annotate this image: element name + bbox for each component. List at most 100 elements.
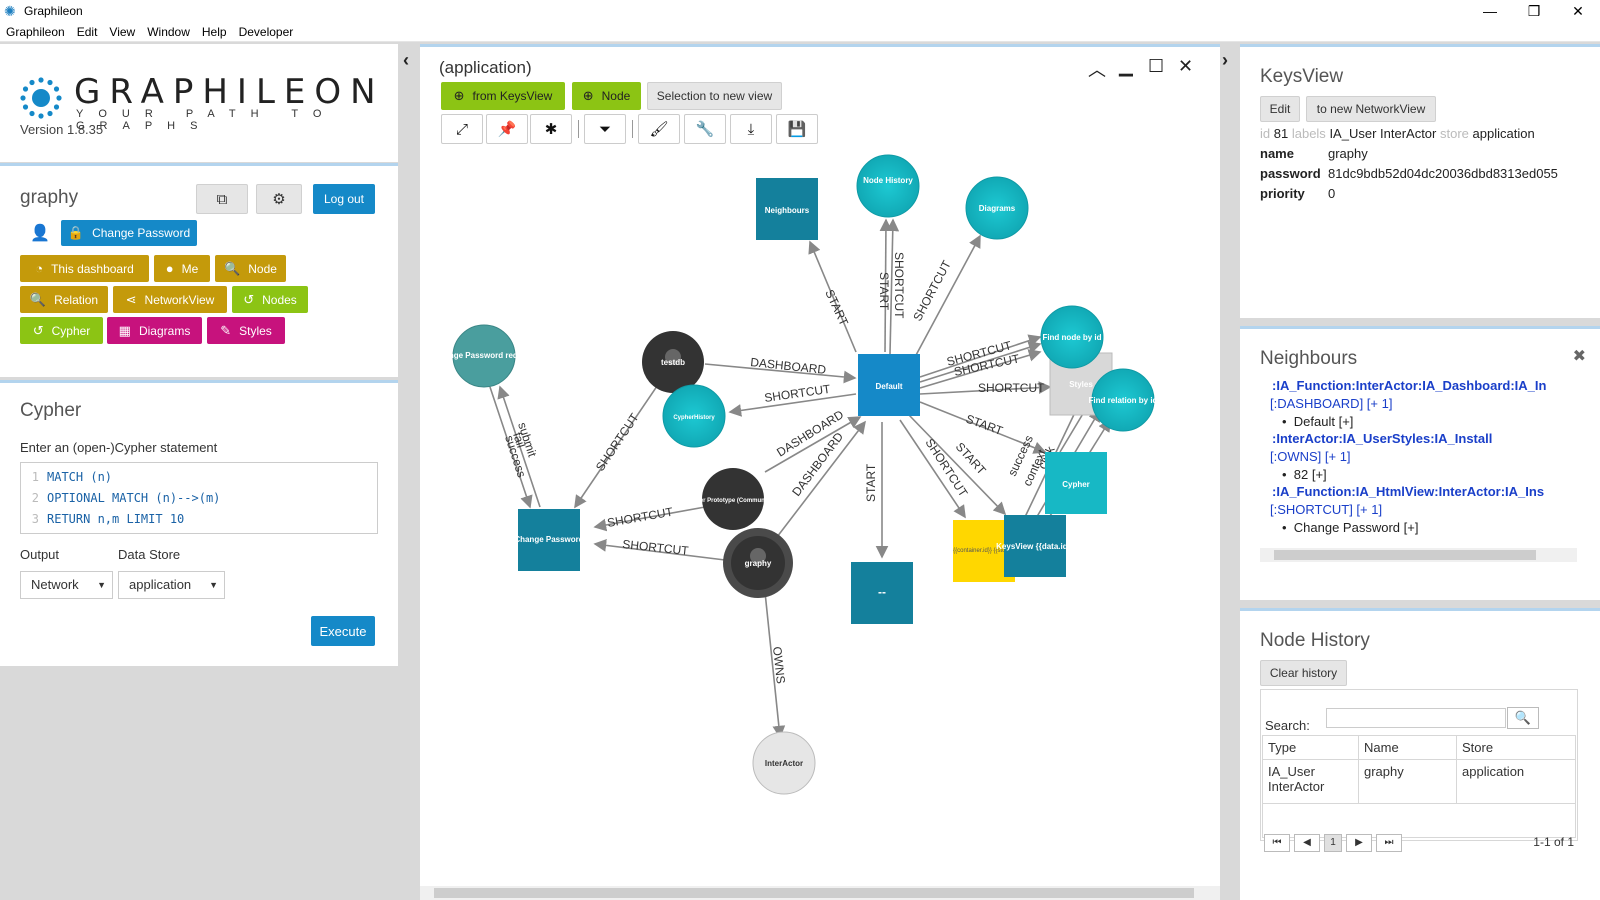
page-count: 1-1 of 1 — [1533, 835, 1574, 849]
shortcut-cypher[interactable]: ↺Cypher — [20, 317, 103, 344]
edge-owns-interactor — [764, 591, 786, 739]
to-new-networkview-button[interactable]: to new NetworkView — [1306, 96, 1436, 122]
prev-page-button[interactable]: ◀ — [1294, 834, 1320, 852]
neighbour-relation[interactable]: [:OWNS] [+ 1] — [1270, 449, 1351, 464]
history-icon: ↺ — [32, 322, 44, 338]
data-store-select[interactable]: application▼ — [118, 571, 225, 599]
select-all-button[interactable]: ✱ — [530, 114, 572, 144]
meta-id: 81 — [1273, 126, 1289, 141]
selection-to-new-view-button[interactable]: Selection to new view — [647, 82, 782, 110]
neighbour-relation[interactable]: [:SHORTCUT] [+ 1] — [1270, 502, 1383, 517]
neighbour-node[interactable]: • 82 [+] — [1282, 467, 1327, 482]
maximize-button[interactable]: ❒ — [1527, 3, 1541, 19]
column-header-type[interactable]: Type — [1262, 735, 1359, 760]
edge-shortcut-graphy-changepw — [593, 539, 726, 561]
shortcut-nodes[interactable]: ↺Nodes — [232, 286, 308, 313]
column-header-name[interactable]: Name — [1358, 735, 1457, 760]
neighbours-scrollbar[interactable] — [1260, 548, 1577, 562]
menu-view[interactable]: View — [109, 24, 136, 39]
node-testdb[interactable]: testdb — [642, 331, 704, 393]
download-button[interactable]: ⤓ — [730, 114, 772, 144]
shortcut-this-dashboard[interactable]: ◔This dashboard — [20, 255, 149, 282]
shortcut-label: Nodes — [262, 292, 297, 307]
edit-button[interactable]: Edit — [1260, 96, 1300, 122]
shortcut-relation[interactable]: 🔍Relation — [20, 286, 108, 313]
search-button[interactable]: 🔍 — [1507, 707, 1539, 729]
add-node-button[interactable]: ⊕Node — [572, 82, 641, 110]
close-icon[interactable]: ✖ — [1572, 348, 1586, 365]
search-input[interactable] — [1326, 708, 1506, 728]
menu-window[interactable]: Window — [147, 24, 190, 39]
neighbour-labels[interactable]: :IA_Function:InterActor:IA_Dashboard:IA_… — [1272, 378, 1547, 393]
column-header-store[interactable]: Store — [1456, 735, 1576, 760]
fit-view-button[interactable]: ⤢ — [441, 114, 483, 144]
close-button[interactable]: ✕ — [1572, 3, 1584, 19]
shortcut-diagrams[interactable]: ▦Diagrams — [107, 317, 202, 344]
neighbour-node[interactable]: • Default [+] — [1282, 414, 1354, 429]
minimize-button[interactable]: — — [1483, 3, 1497, 19]
property-key: password — [1260, 166, 1321, 181]
dashboard-icon: ◔ — [35, 261, 44, 276]
pin-button[interactable]: 📌 — [486, 114, 528, 144]
node-cypherhistory[interactable]: CypherHistory — [662, 384, 726, 448]
last-page-button[interactable]: ⏭ — [1376, 834, 1402, 852]
collapse-window-icon[interactable]: ︿ — [1088, 60, 1106, 80]
neighbour-node[interactable]: • Change Password [+] — [1282, 520, 1419, 535]
node-user-prototype[interactable]: User Prototype (Community) — [692, 468, 774, 530]
neighbour-labels[interactable]: :InterActor:IA_UserStyles:IA_Install — [1272, 431, 1493, 446]
output-select[interactable]: Network▼ — [20, 571, 113, 599]
menu-edit[interactable]: Edit — [76, 24, 98, 39]
node-cypher[interactable]: Cypher — [1045, 452, 1107, 514]
change-password-button[interactable]: 🔒Change Password — [61, 220, 197, 246]
graph-nodes: Neighbours Node History Diagrams Change … — [434, 154, 1158, 795]
neighbour-labels[interactable]: :IA_Function:IA_HtmlView:InterActor:IA_I… — [1272, 484, 1545, 499]
node-neighbours[interactable]: Neighbours — [756, 178, 818, 240]
maximize-window-icon[interactable]: ☐ — [1148, 56, 1165, 76]
node-interactor[interactable]: InterActor — [752, 731, 816, 795]
minimize-window-icon[interactable]: ▁ — [1119, 56, 1133, 76]
style-button[interactable]: 🖌 — [638, 114, 680, 144]
external-link-button[interactable]: ⧉ — [196, 184, 248, 214]
shortcut-me[interactable]: ●Me — [154, 255, 210, 282]
execute-button[interactable]: Execute — [311, 616, 375, 646]
from-keysview-button[interactable]: ⊕from KeysView — [441, 82, 565, 110]
property-value: 0 — [1328, 186, 1336, 201]
node-label: Find relation by id — [1089, 396, 1158, 405]
logout-button[interactable]: Log out — [313, 184, 375, 214]
page-number[interactable]: 1 — [1324, 834, 1342, 852]
node-keysview[interactable]: KeysView {{data.id}} — [996, 515, 1074, 577]
table-row[interactable]: IA_User InterActor graphy application — [1262, 759, 1576, 804]
node-find-relation[interactable]: Find relation by id — [1089, 368, 1158, 432]
node-graphy[interactable]: graphy — [723, 528, 793, 598]
node-change-password[interactable]: Change Password — [514, 509, 584, 571]
close-window-icon[interactable]: ✕ — [1178, 56, 1194, 76]
edge-dashboard-userproto — [764, 416, 862, 473]
settings-button[interactable]: ⚙ — [256, 184, 302, 214]
node-node-history[interactable]: Node History — [856, 154, 920, 218]
menu-help[interactable]: Help — [201, 24, 227, 39]
node-change-password-request[interactable]: Change Password request — [434, 324, 535, 388]
node-diagrams[interactable]: Diagrams — [965, 176, 1029, 240]
filter-button[interactable]: ⏷ — [584, 114, 626, 144]
save-button[interactable]: 💾 — [776, 114, 818, 144]
horizontal-scrollbar[interactable] — [420, 886, 1220, 900]
neighbour-relation[interactable]: [:DASHBOARD] [+ 1] — [1270, 396, 1393, 411]
first-page-button[interactable]: ⏮ — [1264, 834, 1290, 852]
node-blank-view[interactable]: -- — [851, 562, 913, 624]
node-find-node[interactable]: Find node by id — [1040, 305, 1104, 369]
clear-history-button[interactable]: Clear history — [1260, 660, 1347, 686]
keysview-title: KeysView — [1260, 66, 1344, 87]
shortcut-networkview[interactable]: ⋖NetworkView — [113, 286, 227, 313]
menu-developer[interactable]: Developer — [238, 24, 294, 39]
shortcut-node[interactable]: 🔍Node — [215, 255, 286, 282]
collapse-left-icon[interactable]: ‹ — [403, 50, 409, 70]
shortcut-styles[interactable]: ✎Styles — [207, 317, 285, 344]
next-page-button[interactable]: ▶ — [1346, 834, 1372, 852]
tools-button[interactable]: 🔧 — [684, 114, 726, 144]
collapse-right-icon[interactable]: › — [1222, 50, 1228, 70]
node-default[interactable]: Default — [858, 354, 920, 416]
network-graph[interactable]: START START SHORTCUT SHORTCUT DASHBOARD … — [420, 152, 1220, 887]
asterisk-icon: ✱ — [544, 121, 558, 138]
menu-graphileon[interactable]: Graphileon — [6, 24, 65, 39]
